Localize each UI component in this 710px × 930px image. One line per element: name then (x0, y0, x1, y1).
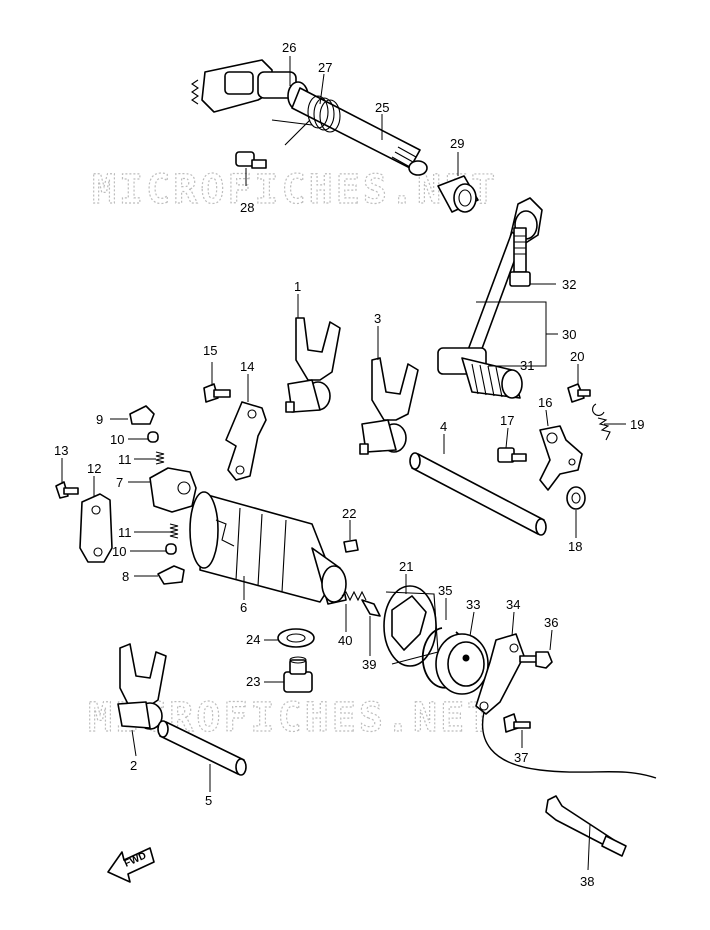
callout-18: 18 (568, 539, 582, 554)
part-plug-23 (283, 656, 313, 693)
part-bolt-17 (497, 447, 527, 463)
callout-9: 9 (96, 412, 103, 427)
callout-19: 19 (630, 417, 644, 432)
callout-31: 31 (520, 358, 534, 373)
callout-2: 2 (130, 758, 137, 773)
callout-21: 21 (399, 559, 413, 574)
fwd-arrow: FWD (107, 847, 155, 883)
callout-30: 30 (562, 327, 576, 342)
callout-6: 6 (240, 600, 247, 615)
part-pin-39 (361, 599, 381, 617)
callout-10a: 10 (110, 432, 124, 447)
part-switch-33 (435, 633, 489, 695)
watermark-top: MICROFICHES.NET (92, 167, 498, 213)
callout-4: 4 (440, 419, 447, 434)
part-screw-36 (519, 651, 553, 669)
callout-27: 27 (318, 60, 332, 75)
callout-39: 39 (362, 657, 376, 672)
callout-10b: 10 (112, 544, 126, 559)
callout-3: 3 (374, 311, 381, 326)
callout-17: 17 (500, 413, 514, 428)
callout-25: 25 (375, 100, 389, 115)
part-shaft-4 (409, 452, 547, 536)
callout-7: 7 (116, 475, 123, 490)
part-screw-15 (203, 383, 231, 403)
part-screw-20 (567, 383, 591, 403)
part-7 (149, 467, 197, 513)
part-screw-37 (503, 713, 531, 733)
part-pin-10b (165, 543, 177, 555)
callout-16: 16 (538, 395, 552, 410)
part-switch-plate-34 (475, 633, 657, 779)
callout-1: 1 (294, 279, 301, 294)
callout-12: 12 (87, 461, 101, 476)
part-clamp-38 (545, 795, 627, 857)
callout-11b: 11 (118, 525, 132, 540)
part-bolt-28 (235, 151, 267, 169)
part-shift-fork-1 (285, 317, 341, 413)
part-8 (157, 565, 185, 585)
callout-labels: 26 27 25 28 29 32 30 31 1 3 15 14 9 10 1… (54, 40, 644, 889)
part-spring-19 (592, 403, 611, 441)
part-gear-21 (383, 585, 439, 667)
callout-28: 28 (240, 200, 254, 215)
callout-23: 23 (246, 674, 260, 689)
leader-lines (61, 56, 626, 871)
callout-38: 38 (580, 874, 594, 889)
callout-35: 35 (438, 583, 452, 598)
part-washer-24 (277, 628, 315, 648)
callout-33: 33 (466, 597, 480, 612)
part-shift-fork-2 (117, 643, 167, 730)
callout-11a: 11 (118, 452, 132, 467)
callout-29: 29 (450, 136, 464, 151)
callout-15: 15 (203, 343, 217, 358)
part-spring-27 (271, 95, 341, 146)
part-washer-18 (566, 486, 586, 510)
callout-20: 20 (570, 349, 584, 364)
callout-24: 24 (246, 632, 260, 647)
part-bolt-32 (509, 227, 531, 287)
part-shift-shaft (191, 59, 428, 176)
part-pin-22 (343, 539, 359, 553)
part-screw-13 (55, 481, 79, 499)
part-spring-40 (341, 590, 367, 602)
callout-5: 5 (205, 793, 212, 808)
callout-13: 13 (54, 443, 68, 458)
callout-14: 14 (240, 359, 254, 374)
part-9 (129, 405, 155, 425)
callout-26: 26 (282, 40, 296, 55)
part-bracket-16 (539, 425, 583, 491)
part-plate-14 (225, 401, 267, 481)
part-cam-drum-6 (189, 491, 347, 605)
callout-40: 40 (338, 633, 352, 648)
part-shaft-5 (157, 720, 247, 776)
part-plate-12 (79, 493, 113, 563)
callout-36: 36 (544, 615, 558, 630)
part-shift-lever (437, 197, 543, 399)
part-seal-29 (437, 175, 479, 213)
part-pin-10a (147, 431, 159, 443)
callout-37: 37 (514, 750, 528, 765)
callout-32: 32 (562, 277, 576, 292)
part-spring-11a (155, 451, 165, 465)
callout-22: 22 (342, 506, 356, 521)
part-shift-fork-3 (359, 357, 419, 455)
part-spring-11b (169, 523, 179, 539)
callout-8: 8 (122, 569, 129, 584)
callout-34: 34 (506, 597, 520, 612)
